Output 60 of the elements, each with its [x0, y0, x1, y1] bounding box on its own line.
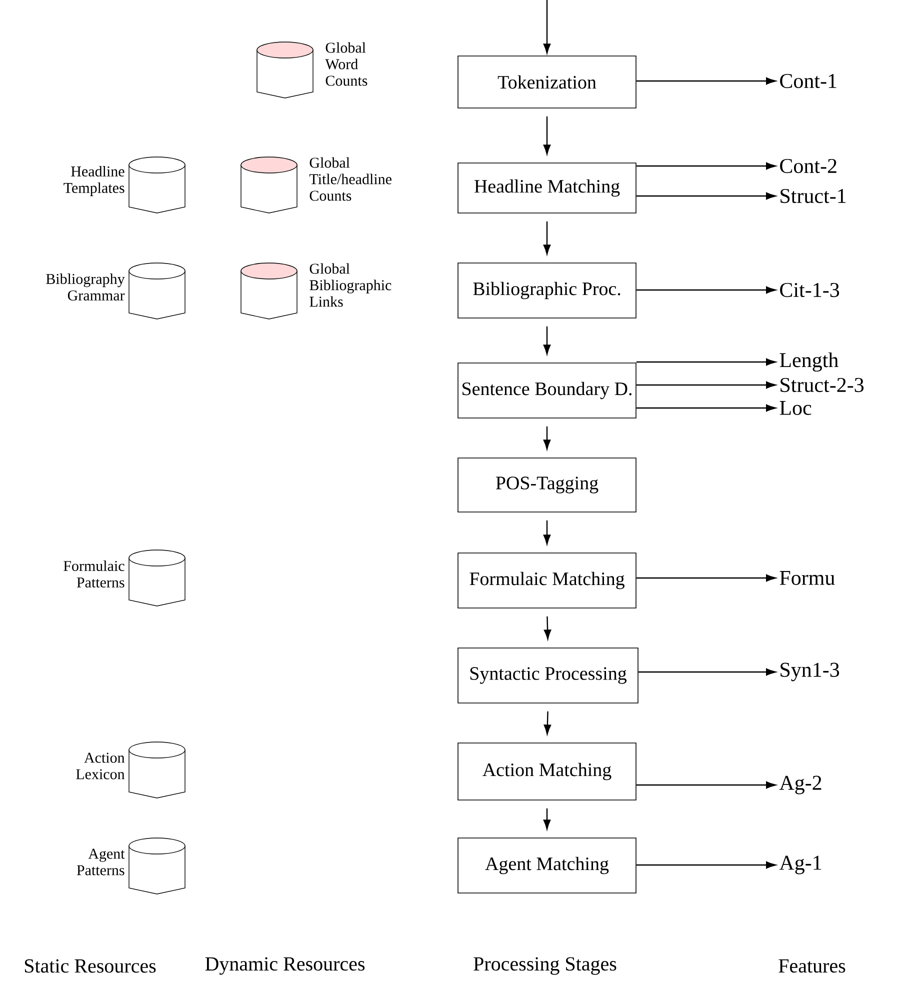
- column-heading: Processing Stages: [474, 957, 616, 975]
- process-box: Tokenization: [458, 56, 636, 108]
- arrow: [636, 781, 776, 789]
- arrow: [636, 286, 776, 294]
- arrow: [636, 162, 776, 170]
- arrow: [636, 77, 776, 85]
- column-heading: Static Resources: [24, 959, 156, 973]
- database-cylinder: [128, 550, 186, 606]
- database-cylinder: [240, 156, 298, 214]
- feature-label: Syn1-3: [780, 662, 840, 682]
- column-heading: Dynamic Resources: [205, 957, 365, 975]
- column-heading: Features: [778, 959, 846, 973]
- database-cylinder: [128, 742, 186, 798]
- arrow: [638, 668, 776, 676]
- database-cylinder: [240, 262, 298, 320]
- resource-label: Formulaic Patterns: [64, 560, 124, 588]
- resource-label: Action Lexicon: [76, 752, 125, 780]
- process-box: Action Matching: [458, 742, 636, 800]
- database-cylinder: [256, 42, 314, 98]
- database-cylinder: [128, 262, 186, 320]
- feature-label: Ag-2: [779, 776, 822, 794]
- arrow: [636, 358, 776, 366]
- feature-label: Formu: [780, 571, 835, 585]
- arrow: [543, 808, 551, 830]
- feature-label: Struct-2-3: [780, 378, 864, 392]
- arrow: [543, 221, 551, 254]
- arrow: [544, 711, 552, 734]
- feature-label: Ag-1: [779, 856, 822, 874]
- arrow: [636, 381, 776, 389]
- process-box: Formulaic Matching: [458, 552, 636, 608]
- arrow: [543, 0, 551, 54]
- arrow: [636, 192, 776, 200]
- feature-label: Cont-2: [780, 158, 836, 174]
- arrow: [636, 861, 776, 869]
- process-box: Headline Matching: [458, 162, 636, 214]
- resource-label: Global Word Counts: [325, 42, 368, 86]
- resource-label: Bibliography Grammar: [46, 274, 125, 301]
- feature-label: Loc: [780, 401, 812, 415]
- process-box: Sentence Boundary D.: [458, 362, 636, 418]
- arrow: [543, 426, 551, 450]
- feature-label: Length: [780, 352, 838, 372]
- feature-label: Cont-1: [780, 74, 836, 88]
- arrow: [636, 404, 776, 412]
- database-cylinder: [128, 156, 186, 214]
- arrow: [636, 574, 776, 582]
- resource-label: Agent Patterns: [76, 848, 125, 876]
- feature-label: Struct-1: [780, 188, 846, 204]
- process-box: Syntactic Processing: [458, 648, 638, 704]
- process-box: Agent Matching: [458, 838, 636, 894]
- database-cylinder: [128, 838, 186, 894]
- arrow: [544, 616, 552, 640]
- process-box: POS-Tagging: [458, 458, 636, 512]
- arrow: [543, 326, 551, 354]
- arrow: [543, 116, 551, 154]
- resource-label: Global Title/headline Counts: [309, 157, 392, 201]
- process-box: Bibliographic Proc.: [458, 262, 636, 318]
- resource-label: Headline Templates: [64, 166, 124, 196]
- arrow: [543, 520, 551, 544]
- resource-label: Global Bibliographic Links: [310, 263, 392, 307]
- feature-label: Cit-1-3: [780, 282, 840, 298]
